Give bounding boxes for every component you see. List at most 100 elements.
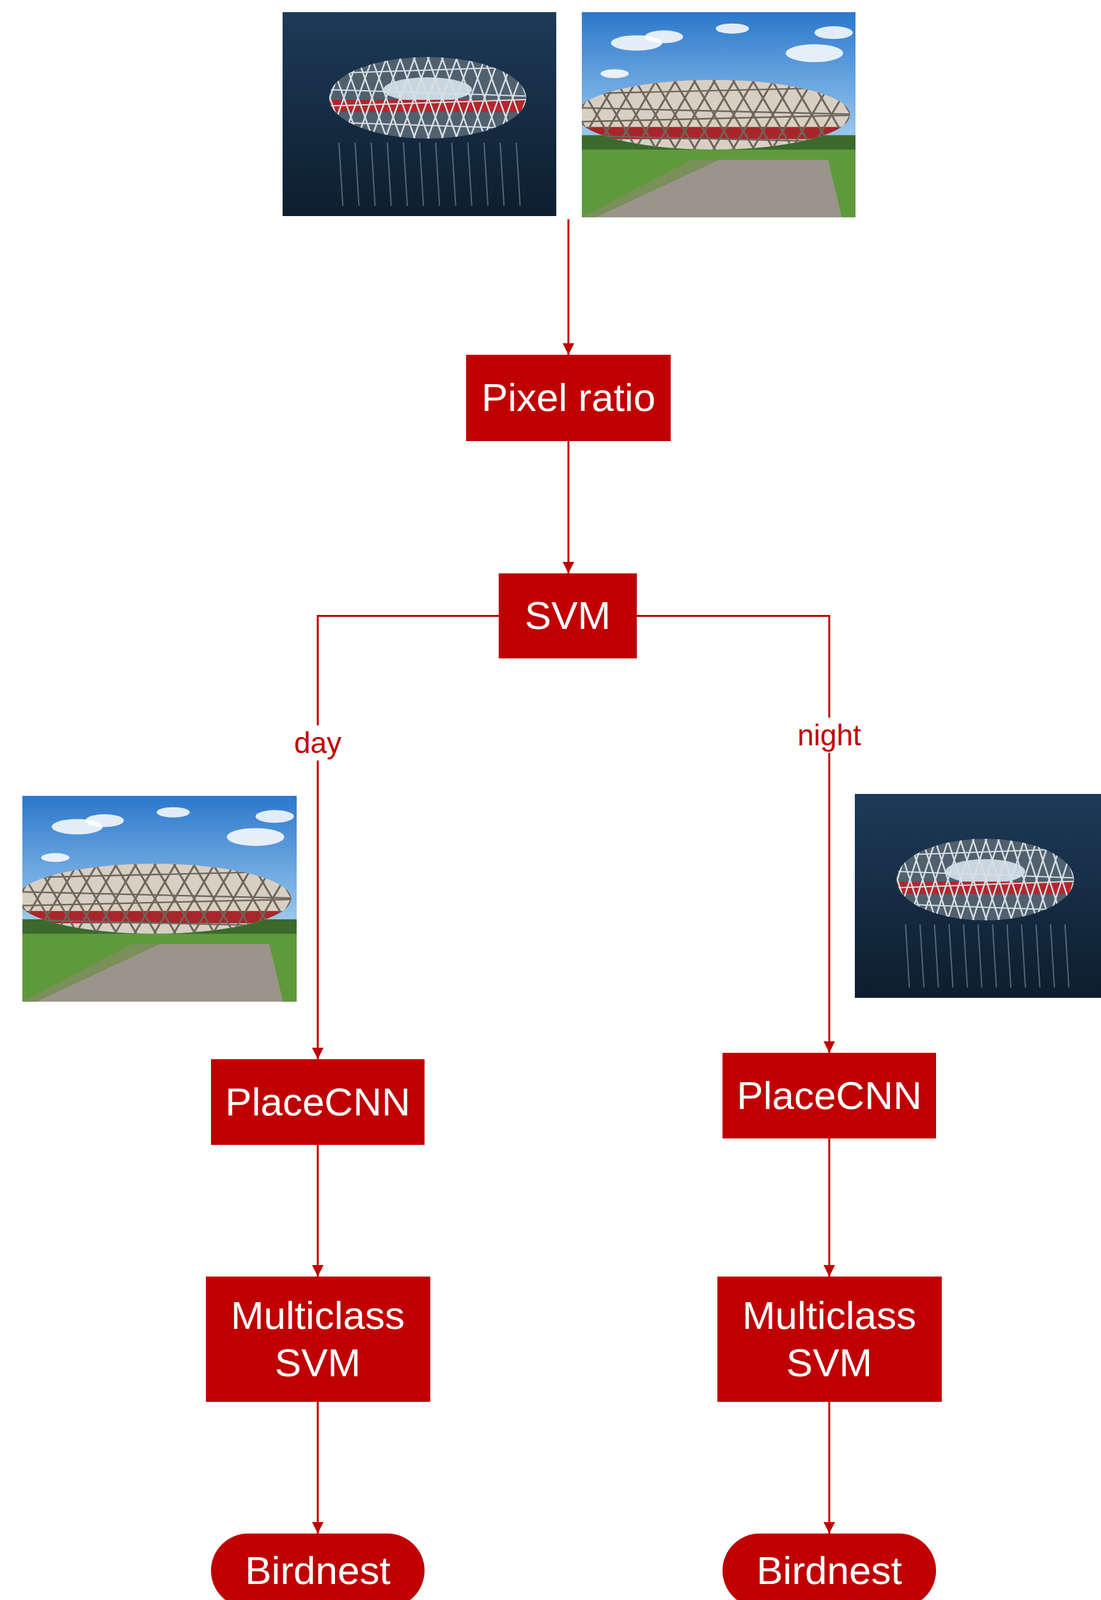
lattice-beam xyxy=(959,838,987,921)
lattice-beam xyxy=(75,863,117,934)
lattice-beam xyxy=(315,56,345,139)
lattice-beam xyxy=(595,79,637,150)
lattice-beam xyxy=(22,863,39,934)
lattice-beam xyxy=(22,871,291,878)
lattice-beam xyxy=(399,56,430,139)
reflection-streak xyxy=(1050,924,1055,988)
lattice-beam xyxy=(909,838,937,921)
lattice-beam xyxy=(1061,838,1089,921)
lattice-beam xyxy=(329,99,527,107)
lattice-beam xyxy=(581,135,850,142)
lattice-beam xyxy=(212,863,254,934)
lattice-beam xyxy=(934,838,962,921)
node-label: PlaceCNN xyxy=(225,1078,410,1126)
stadium xyxy=(581,79,850,150)
lattice-beam xyxy=(526,56,556,139)
process-box: PlaceCNN xyxy=(722,1053,937,1139)
lattice-beam xyxy=(22,891,291,899)
lattice-beam xyxy=(921,838,949,921)
road xyxy=(35,944,283,1002)
lattice-beam xyxy=(232,863,274,934)
arrow-connector xyxy=(636,616,830,1054)
reflection-streak xyxy=(468,142,472,206)
reflection-streak xyxy=(371,142,376,206)
lattice-beam xyxy=(1048,838,1076,921)
process-box: Multiclass SVM xyxy=(205,1276,431,1403)
lattice-beam xyxy=(315,56,345,139)
lattice-beam xyxy=(554,56,557,139)
cloud xyxy=(600,69,629,79)
lattice-beam xyxy=(871,838,899,921)
lattice-beam xyxy=(615,79,657,150)
lattice-beam xyxy=(22,863,59,934)
lattice-beam xyxy=(581,108,850,115)
lattice-beam xyxy=(595,79,637,150)
lattice-beam xyxy=(343,56,373,139)
lattice-beam xyxy=(484,56,514,139)
stadium xyxy=(896,838,1074,921)
lattice-beam xyxy=(884,838,912,921)
lattice-beam xyxy=(634,79,676,150)
lattice-beam xyxy=(1035,838,1063,921)
road-edge xyxy=(581,159,719,218)
node-label: Multiclass SVM xyxy=(216,1292,421,1388)
lattice-beam xyxy=(581,79,618,150)
reflection-streak xyxy=(1065,924,1070,988)
lattice-beam xyxy=(512,56,542,139)
lattice-beam xyxy=(329,67,527,74)
arrow-connector xyxy=(317,616,499,1061)
photo xyxy=(854,794,1101,999)
reflection-streak xyxy=(948,924,953,988)
lattice-beam xyxy=(95,863,137,934)
cloud xyxy=(785,44,844,63)
lattice-beam xyxy=(791,79,833,150)
lattice-beam xyxy=(1074,838,1101,921)
arrow-connector xyxy=(828,1138,831,1277)
lattice-beam xyxy=(540,56,557,139)
lattice-beam xyxy=(22,920,291,927)
lattice-beam xyxy=(849,79,856,150)
lattice-beam xyxy=(896,838,924,921)
lattice-beam xyxy=(232,863,274,934)
lattice-beam xyxy=(947,838,975,921)
reflection xyxy=(338,142,520,206)
reflection-streak xyxy=(1021,924,1026,988)
process-box: PlaceCNN xyxy=(210,1059,425,1146)
process-box: Multiclass SVM xyxy=(717,1276,942,1403)
lattice-beam xyxy=(771,79,813,150)
lattice xyxy=(871,838,1101,921)
night-sky xyxy=(854,794,1101,999)
lattice-beam xyxy=(22,863,39,934)
lattice-beam xyxy=(22,863,59,934)
lattice-beam xyxy=(385,56,415,139)
lattice-beam xyxy=(947,838,975,921)
reflection-streak xyxy=(499,142,504,206)
lattice-beam xyxy=(554,56,557,139)
lattice xyxy=(22,863,297,934)
cloud xyxy=(644,30,683,44)
lattice-beam xyxy=(271,863,297,934)
lattice-beam xyxy=(1086,838,1101,921)
lattice-beam xyxy=(301,56,331,139)
lattice-beam xyxy=(896,881,1074,889)
lattice-beam xyxy=(343,56,373,139)
photo xyxy=(22,796,297,1002)
lattice-beam xyxy=(959,838,987,921)
lattice-beam xyxy=(921,838,949,921)
lattice-beam xyxy=(371,56,401,139)
road xyxy=(595,159,842,218)
lattice-beam xyxy=(871,838,899,921)
lattice-beam xyxy=(271,863,297,934)
lattice-beam xyxy=(1086,838,1101,921)
reflection-streak xyxy=(934,924,939,988)
node-label: Pixel ratio xyxy=(481,374,656,422)
lattice-beam xyxy=(909,838,937,921)
lattice-beam xyxy=(1035,838,1063,921)
lattice-beam xyxy=(581,79,598,150)
lattice-beam xyxy=(896,904,1074,911)
input-arrow xyxy=(567,219,570,355)
lattice-beam xyxy=(399,56,430,139)
reflection-streak xyxy=(516,142,521,206)
lattice-beam xyxy=(654,79,696,150)
lattice-beam xyxy=(357,56,387,139)
